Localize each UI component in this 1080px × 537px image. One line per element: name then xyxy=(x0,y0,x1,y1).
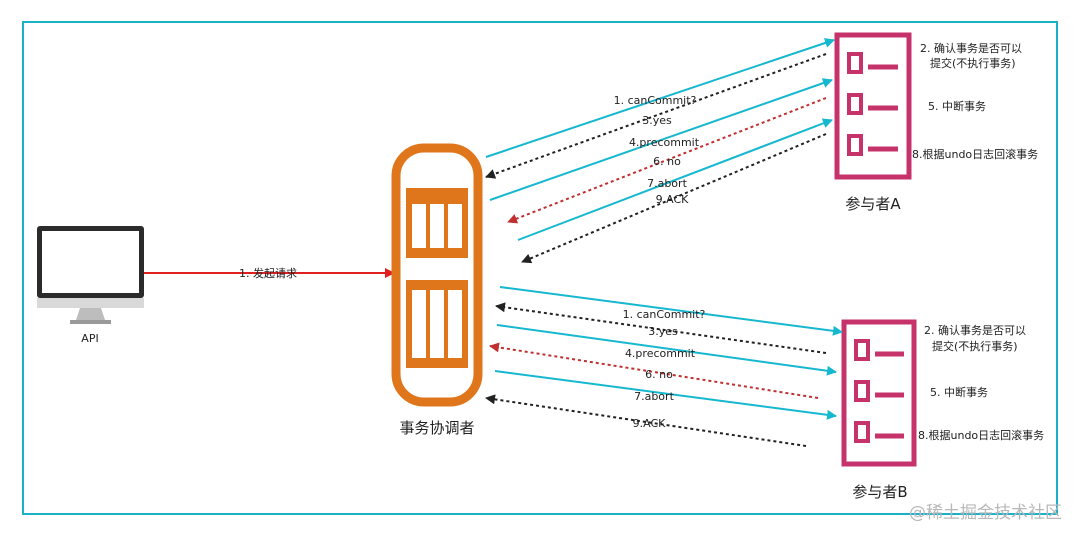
message-label-a: 9.ACK xyxy=(656,193,690,206)
participant-a-label: 参与者A xyxy=(845,195,901,213)
message-label-b: 1. canCommit? xyxy=(623,308,706,321)
participant-a-note: 2. 确认事务是否可以 xyxy=(920,42,1022,55)
arrow-abort-a xyxy=(517,118,833,241)
message-label-b: 9.ACK xyxy=(633,417,667,430)
arrow-precommit-b xyxy=(496,324,837,376)
diagram-frame xyxy=(22,21,1058,515)
arrow-no-a xyxy=(507,97,827,224)
participant-b-note: 提交(不执行事务) xyxy=(932,339,1018,353)
checklist-icon xyxy=(841,319,917,467)
arrow-no-b xyxy=(489,342,819,399)
watermark: @稀土掘金技术社区 xyxy=(909,503,1062,523)
participant-a-note: 8.根据undo日志回滚事务 xyxy=(912,147,1038,161)
message-label-a: 1. canCommit? xyxy=(614,94,697,107)
monitor-icon xyxy=(37,226,144,324)
arrow-yes-b xyxy=(495,302,827,354)
arrow-cancommit-a xyxy=(485,38,835,158)
participant-b-label: 参与者B xyxy=(852,483,907,501)
server-icon xyxy=(391,143,483,407)
message-label-a: 4.precommit xyxy=(629,136,700,149)
message-label-a: 6. no xyxy=(653,155,681,168)
arrow-precommit-a xyxy=(489,78,833,201)
request-label: 1. 发起请求 xyxy=(239,266,297,280)
arrow-ack-a xyxy=(521,133,827,264)
participant-a-note: 提交(不执行事务) xyxy=(930,56,1016,70)
arrow-yes-a xyxy=(485,53,827,179)
coordinator-label: 事务协调者 xyxy=(399,419,474,437)
message-label-b: 4.precommit xyxy=(625,347,696,360)
arrow-cancommit-b xyxy=(499,286,843,336)
message-label-b: 3.yes xyxy=(648,325,678,338)
participant-b-note: 2. 确认事务是否可以 xyxy=(924,324,1026,337)
participant-a-note: 5. 中断事务 xyxy=(928,99,986,113)
participant-b-note: 5. 中断事务 xyxy=(930,385,988,399)
participant-b-note: 8.根据undo日志回滚事务 xyxy=(918,428,1044,442)
message-label-a: 3.yes xyxy=(642,114,672,127)
message-label-b: 7.abort xyxy=(634,390,674,403)
checklist-icon xyxy=(834,32,912,180)
message-label-b: 6. no xyxy=(645,368,673,381)
message-label-a: 7.abort xyxy=(647,177,687,190)
api-label: API xyxy=(81,332,98,345)
arrow-abort-b xyxy=(494,370,837,420)
